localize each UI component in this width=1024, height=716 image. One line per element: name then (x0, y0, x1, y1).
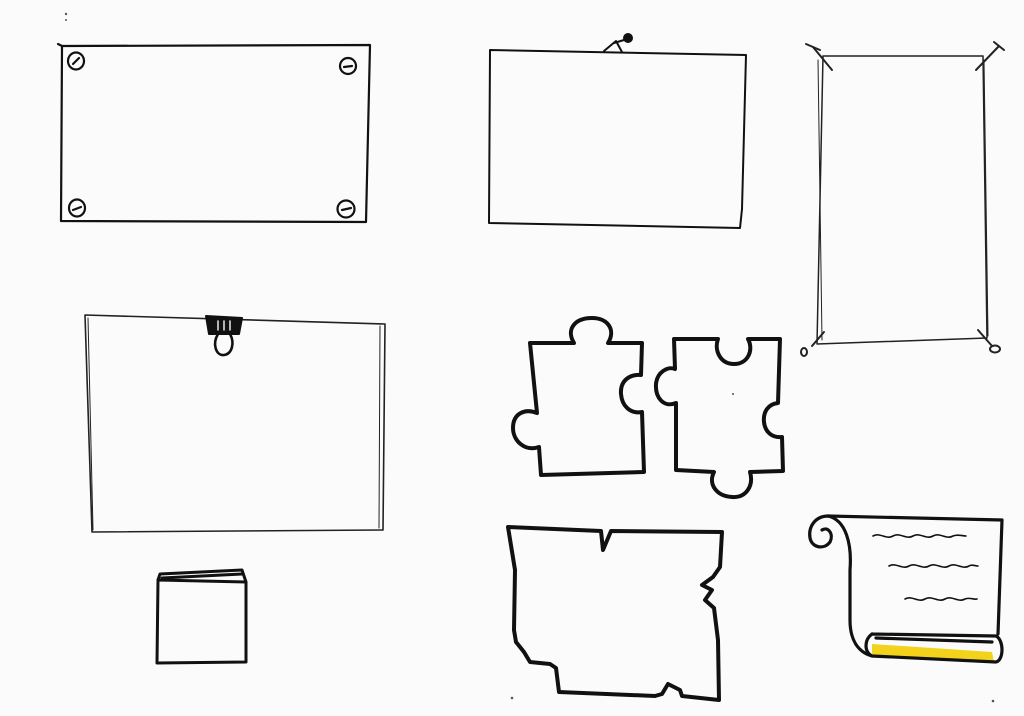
torn-paper-icon (506, 525, 724, 702)
rectangle-with-nails (800, 41, 1005, 357)
screw-icon (67, 198, 87, 218)
nail-icon (800, 331, 825, 357)
rectangle-with-screws (56, 42, 372, 224)
nail-icon (805, 43, 833, 71)
screw-icon (336, 199, 356, 219)
nail-icon (977, 329, 1001, 354)
puzzle-piece-right (653, 337, 785, 500)
screw-icon (338, 56, 358, 76)
puzzle-piece-left (511, 316, 646, 477)
rectangle-with-binder-clip (84, 314, 386, 533)
scroll-text-lines (872, 534, 979, 601)
stray-dot (64, 12, 995, 703)
booklet-icon (155, 578, 248, 665)
nail-icon (975, 41, 1005, 71)
scroll-icon (808, 514, 1004, 664)
pin-icon (603, 33, 633, 53)
screw-icon (66, 51, 86, 71)
torn-paper (506, 525, 724, 702)
binder-clip-icon (205, 315, 243, 357)
small-booklet (155, 568, 248, 665)
scroll-with-text-lines (808, 514, 1004, 664)
rectangle-with-pin (488, 33, 747, 229)
